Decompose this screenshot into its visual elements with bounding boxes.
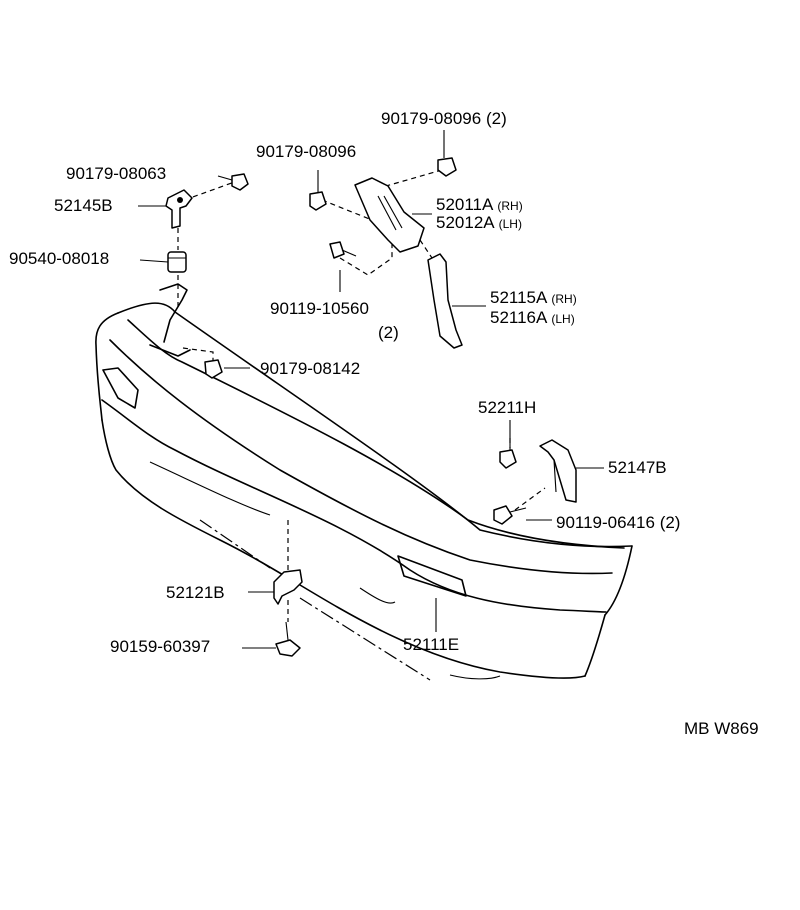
nut-90179-08096: [309, 191, 327, 211]
label-52211h: 52211H: [478, 398, 537, 417]
nut-90179-08063: [231, 173, 249, 191]
nut-52211h: [499, 449, 517, 469]
retainer-52121b: [273, 569, 303, 605]
bracket-52147b: [539, 439, 577, 503]
label-90119-06416: 90119-06416 (2): [556, 513, 681, 532]
label-52115a: 52115A(RH): [490, 288, 577, 307]
label-90119-10560: 90119-10560: [270, 299, 369, 318]
nut-90179-08096-upper: [437, 157, 457, 177]
label-52116a: 52116A(LH): [490, 308, 575, 327]
label-90179-08096: 90179-08096: [256, 142, 357, 161]
bracket-52011a: [354, 177, 425, 253]
label-90159-60397: 90159-60397: [110, 637, 211, 656]
bolt-90119-10560: [329, 241, 357, 259]
label-52012a: 52012A(LH): [436, 213, 522, 232]
nut-90179-08142: [204, 359, 223, 379]
leader-lines: [177, 169, 546, 681]
label-52011a: 52011A(RH): [436, 195, 523, 214]
label-90119-10560-qty: (2): [378, 323, 399, 342]
stay-52115a: [427, 253, 463, 349]
bolt-90119-06416: [493, 505, 527, 525]
label-52121b: 52121B: [166, 583, 225, 602]
diagram-code: MB W869: [684, 719, 759, 738]
cushion-90540-08018: [167, 251, 187, 273]
label-90179-08142: 90179-08142: [260, 359, 361, 378]
screw-90159-60397: [275, 621, 301, 657]
bumper-cover: [95, 283, 633, 680]
label-90540-08018: 90540-08018: [9, 249, 110, 268]
label-52145b: 52145B: [54, 196, 113, 215]
label-52147b: 52147B: [608, 458, 667, 477]
label-52111e: 52111E: [403, 635, 460, 654]
label-90179-08063: 90179-08063: [66, 164, 167, 183]
clip-52145b: [165, 189, 193, 229]
label-leaders: [138, 130, 604, 649]
label-90179-08096-2: 90179-08096 (2): [381, 109, 507, 128]
